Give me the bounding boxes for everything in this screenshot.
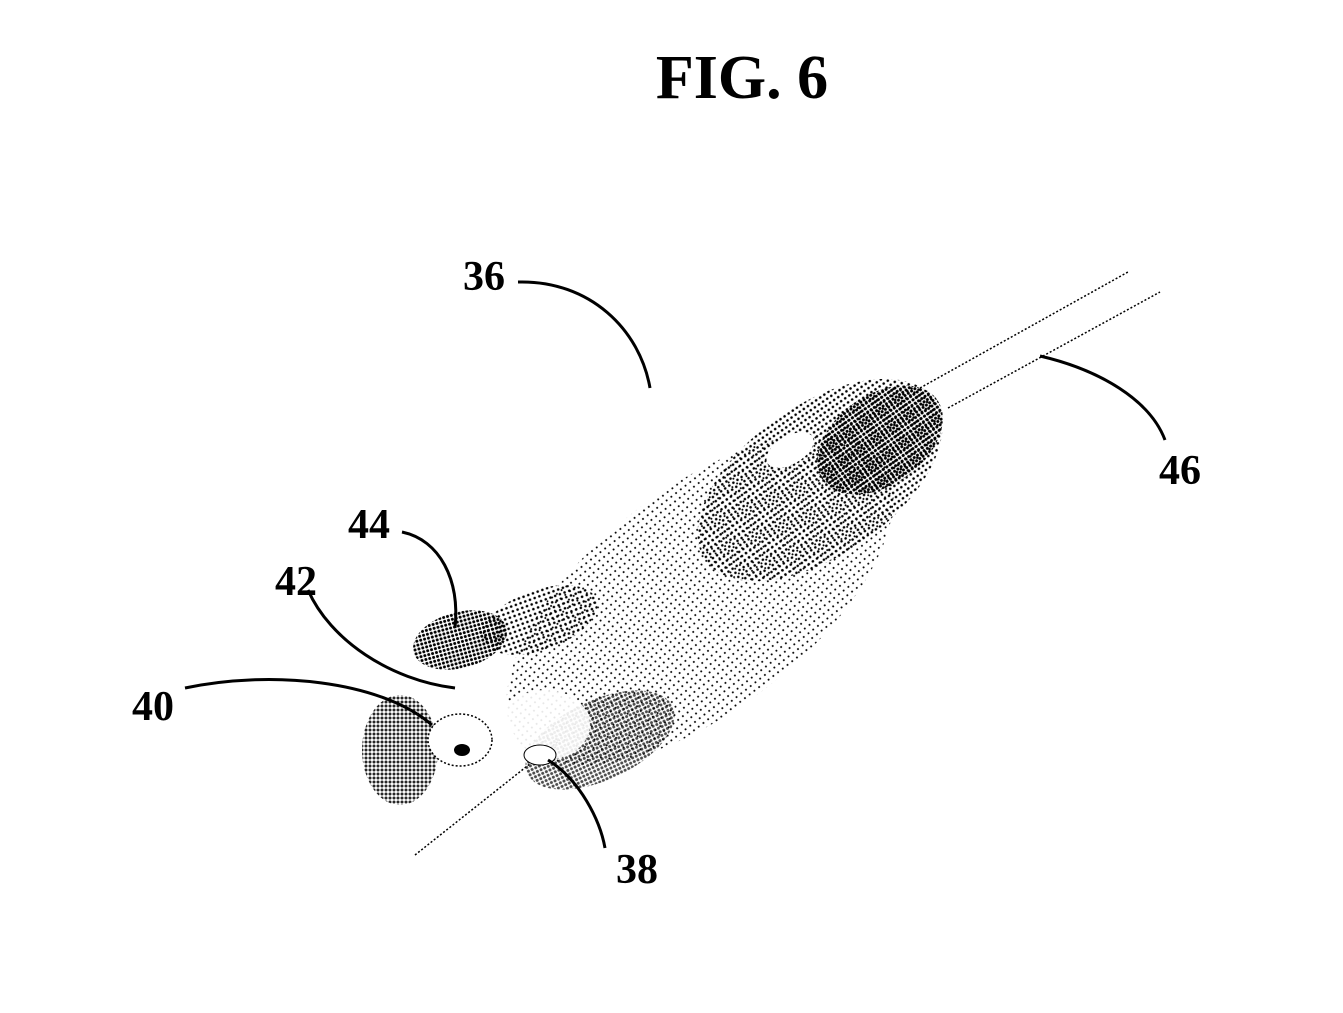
device-illustration (362, 271, 1161, 856)
label-38: 38 (616, 847, 658, 893)
leader-44 (401, 530, 458, 629)
label-36: 36 (463, 254, 505, 300)
figure-title: FIG. 6 (656, 44, 828, 112)
leader-42 (306, 589, 456, 690)
leader-40 (184, 678, 433, 727)
leader-36 (517, 280, 652, 389)
label-40: 40 (132, 684, 174, 730)
label-42: 42 (275, 559, 317, 605)
leader-38 (547, 758, 607, 849)
label-44: 44 (348, 502, 390, 548)
leader-46 (1039, 354, 1167, 441)
label-46: 46 (1159, 448, 1201, 494)
